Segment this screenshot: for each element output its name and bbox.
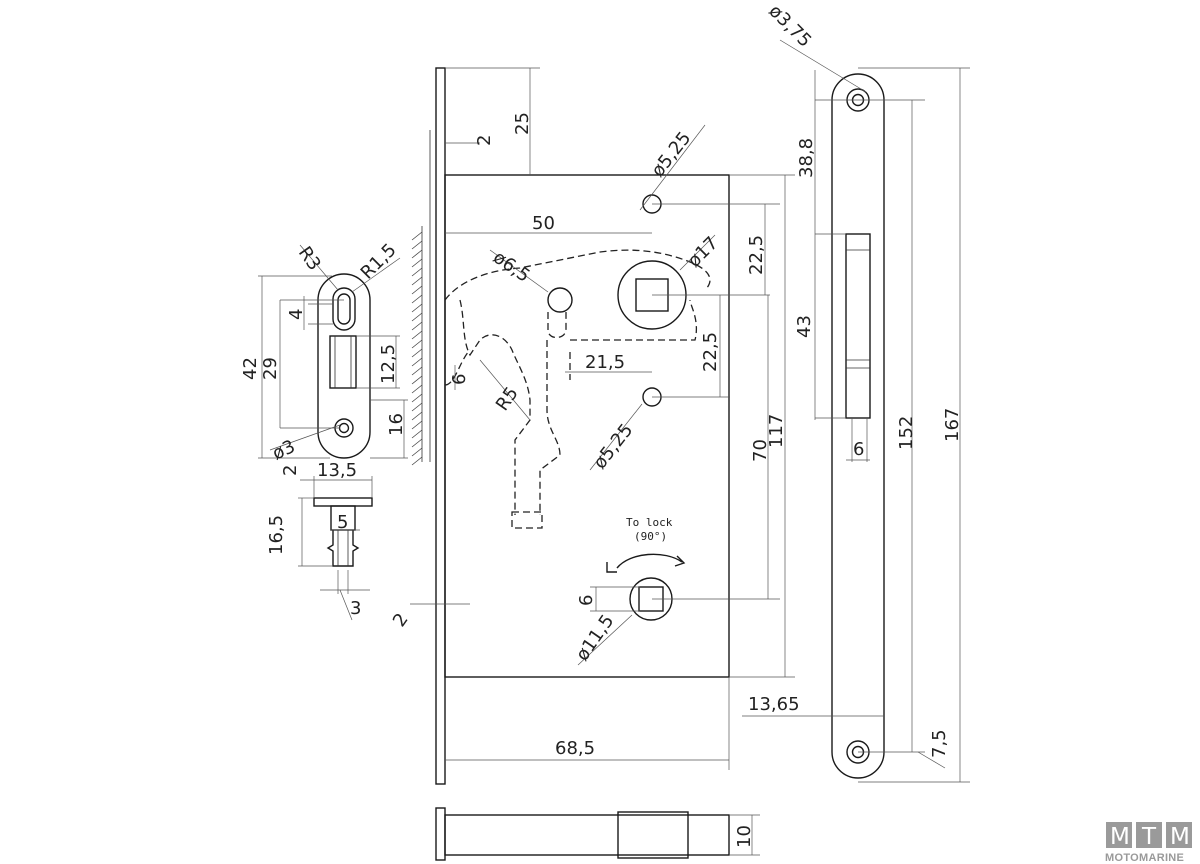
hatch-line	[411, 330, 423, 340]
dim-29: 29	[260, 357, 281, 380]
lock-top-view: 10	[435, 807, 760, 861]
dim-225-top: 22,5	[746, 235, 767, 275]
dim-50: 50	[532, 213, 555, 234]
pin-view: 2 13,5 16,5 5 3	[266, 460, 373, 621]
hatch-line	[411, 375, 423, 385]
hatch-line	[411, 267, 423, 277]
strike-opening	[845, 233, 871, 419]
hatch-line	[411, 411, 423, 421]
logo-box-2	[1136, 822, 1162, 848]
dim-75: 7,5	[929, 729, 950, 758]
pin-head	[313, 497, 373, 507]
pin-hole	[547, 287, 573, 313]
cover-plate-view: R3 R1,5 4 42 29 12,5 16 ø3	[240, 240, 408, 465]
hatch-line	[411, 303, 423, 313]
strike-plate	[831, 73, 885, 779]
dim-10: 10	[734, 825, 755, 848]
to-lock-label: To lock	[626, 516, 673, 529]
dim-dia525-top: ø5,25	[647, 128, 695, 181]
dim-dia375: ø3,75	[764, 1, 815, 52]
dim-1365: 13,65	[748, 694, 800, 715]
dim-117: 117	[766, 414, 787, 448]
dim-2-top: 2	[474, 135, 495, 146]
dim-dia65: ø6,5	[489, 247, 534, 287]
dim-dia3: ø3	[269, 436, 298, 465]
hatch-line	[411, 348, 423, 358]
dim-r15: R1,5	[357, 240, 401, 284]
hatch-line	[411, 393, 423, 403]
dim-6-strike: 6	[853, 439, 864, 460]
dim-125: 12,5	[378, 344, 399, 384]
to-lock-angle: (90°)	[634, 530, 667, 543]
hatch-line	[411, 366, 423, 376]
hatch-line	[411, 276, 423, 286]
hatch-line	[411, 357, 423, 367]
dim-135: 13,5	[317, 460, 357, 481]
cover-plate	[317, 273, 371, 459]
dim-225-bot: 22,5	[700, 332, 721, 372]
door-section-hatch	[411, 231, 423, 466]
dim-167: 167	[942, 408, 963, 442]
hatch-line	[411, 438, 423, 448]
dim-685: 68,5	[555, 738, 595, 759]
hatch-line	[411, 402, 423, 412]
dim-25: 25	[512, 112, 533, 135]
logo-box-1	[1106, 822, 1132, 848]
logo-subtitle: MOTOMARINE	[1105, 852, 1184, 864]
dim-dia17: ø17	[684, 233, 723, 272]
faceplate	[435, 67, 446, 785]
dim-6-left: 6	[449, 374, 470, 385]
hatch-line	[411, 456, 423, 466]
motomarine-logo: M T M MOTOMARINE	[1105, 822, 1192, 864]
hatch-line	[411, 249, 423, 259]
dim-4: 4	[286, 309, 307, 320]
logo-letter-3: M	[1170, 824, 1190, 850]
dim-r3: R3	[294, 243, 325, 275]
lock-case	[444, 174, 730, 678]
dim-42: 42	[240, 357, 261, 380]
dim-dia525-bot: ø5,25	[589, 420, 637, 473]
hatch-line	[411, 420, 423, 430]
hatch-line	[411, 321, 423, 331]
dim-16: 16	[386, 413, 407, 436]
dim-6-bottom: 6	[576, 595, 597, 606]
hatch-line	[411, 384, 423, 394]
hatch-line	[411, 447, 423, 457]
hatch-line	[411, 312, 423, 322]
hatch-line	[411, 429, 423, 439]
dim-152: 152	[896, 416, 917, 450]
dim-5: 5	[337, 512, 348, 533]
dim-2-pin: 2	[280, 465, 301, 476]
dim-r5: R5	[492, 383, 523, 415]
logo-letter-2: T	[1141, 824, 1157, 850]
logo-box-3	[1166, 822, 1192, 848]
dim-388: 38,8	[796, 138, 817, 178]
hatch-line	[411, 285, 423, 295]
dim-dia115: ø11,5	[572, 611, 619, 665]
dim-43: 43	[794, 315, 815, 338]
dim-215: 21,5	[585, 352, 625, 373]
lock-body-view: 25 2 50 ø5,25 ø6,5 ø17 22,5 22,5 21,5 6 …	[389, 67, 795, 785]
hatch-line	[411, 258, 423, 268]
strike-plate-view: ø3,75 38,8 43 6 152 167 13,65 7,5	[742, 1, 970, 783]
logo-letter-1: M	[1110, 824, 1130, 850]
dim-3: 3	[350, 598, 361, 619]
dim-2-bottom: 2	[389, 609, 413, 630]
dim-70: 70	[750, 439, 771, 462]
hatch-line	[411, 240, 423, 250]
hatch-line	[411, 294, 423, 304]
rotation-arrow	[616, 553, 683, 569]
dim-165: 16,5	[266, 515, 287, 555]
hatch-line	[411, 231, 423, 241]
hatch-line	[411, 339, 423, 349]
main-dimension-lines	[410, 67, 795, 770]
